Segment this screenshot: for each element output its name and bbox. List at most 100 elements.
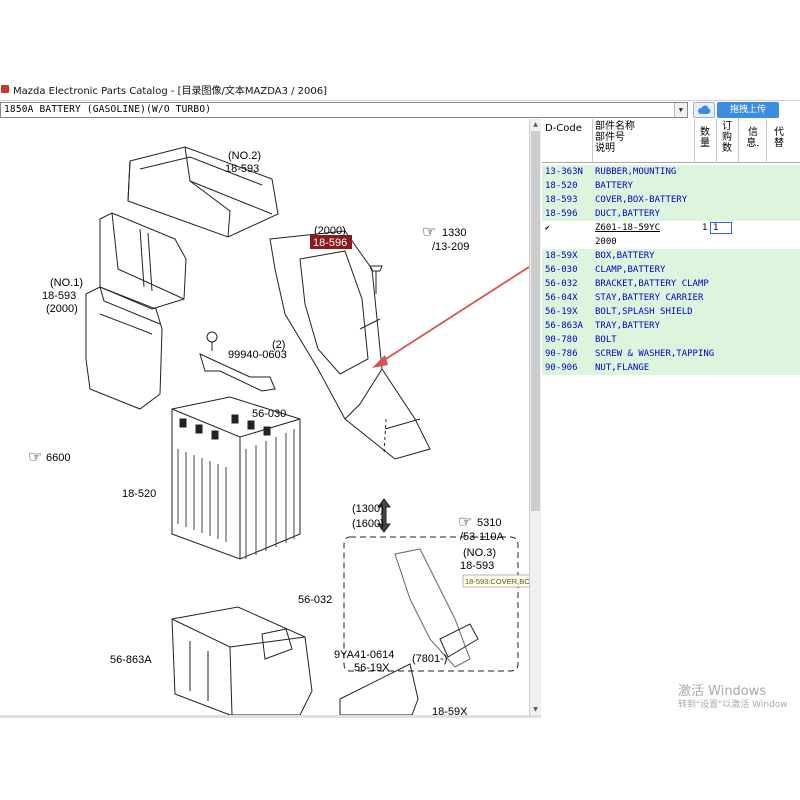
label-18-593-a[interactable]: 18-593: [225, 163, 259, 175]
parts-table-header: D-Code 部件名称 部件号 说明 数 量 订 购 数 信 息. 代 替: [542, 119, 800, 163]
header-sub[interactable]: 代 替: [774, 127, 784, 149]
app-window: Mazda Electronic Parts Catalog - [目录图像/文…: [0, 78, 800, 718]
cover-no2-drawing: [127, 146, 279, 238]
row-code: 56-030: [545, 265, 578, 275]
battery-tray-drawing: [171, 606, 313, 716]
label-53-110a[interactable]: /53-110A: [460, 531, 504, 543]
label-9ya41[interactable]: 9YA41-0614: [334, 649, 394, 661]
title-bar: Mazda Electronic Parts Catalog - [目录图像/文…: [0, 78, 800, 100]
table-row[interactable]: 18-520 BATTERY: [542, 179, 800, 193]
hand-pointer-icon: ☞: [458, 514, 472, 531]
window-title: Mazda Electronic Parts Catalog - [目录图像/文…: [13, 85, 328, 97]
diagram-horizontal-scrollbar[interactable]: [0, 715, 541, 718]
row-desc: BRACKET,BATTERY CLAMP: [595, 279, 709, 289]
diagram-canvas: (NO.2) 18-593 (NO.1) 18-593 (2000) (2000…: [28, 146, 582, 718]
table-row[interactable]: 56-19X BOLT,SPLASH SHIELD: [542, 305, 800, 319]
parts-diagram[interactable]: (NO.2) 18-593 (NO.1) 18-593 (2000) (2000…: [0, 119, 582, 718]
row-code: 56-032: [545, 279, 578, 289]
section-select-value: 1850A BATTERY (GASOLINE)(W/O TURBO): [4, 104, 212, 115]
row-desc: STAY,BATTERY CARRIER: [595, 293, 704, 303]
row-desc: BATTERY: [595, 181, 633, 191]
header-dcode[interactable]: D-Code: [545, 123, 582, 134]
battery-box-drawing: [85, 286, 163, 410]
label-56-19x[interactable]: 56-19X: [354, 662, 390, 674]
part-qty: 1: [702, 223, 708, 233]
header-divider: [766, 119, 767, 163]
cloud-icon: [698, 105, 711, 114]
part-number-row[interactable]: ✔ Z601-18-59YC 1 1: [542, 221, 800, 235]
row-code: 18-59X: [545, 251, 578, 261]
drag-upload-button[interactable]: 拖拽上传: [717, 102, 779, 118]
label-5310[interactable]: 5310: [477, 517, 501, 529]
row-desc: NUT,FLANGE: [595, 363, 650, 373]
label-18-520[interactable]: 18-520: [122, 488, 156, 500]
label-no2: (NO.2): [228, 150, 261, 162]
header-divider: [592, 119, 593, 163]
header-info[interactable]: 信 息.: [746, 127, 760, 149]
section-select[interactable]: 1850A BATTERY (GASOLINE)(W/O TURBO) ▼: [0, 102, 688, 118]
row-code: 56-19X: [545, 307, 578, 317]
label-18-593-c[interactable]: 18-593: [460, 560, 494, 572]
box-18-59x-drawing: [339, 663, 419, 716]
label-18-593-b[interactable]: 18-593: [42, 290, 76, 302]
scroll-up-icon[interactable]: ▲: [533, 121, 538, 128]
part-note: 2000: [595, 237, 617, 247]
clamp-drawing: [199, 331, 276, 392]
header-name-line1: 部件名称: [595, 121, 635, 132]
dropdown-arrow-icon[interactable]: ▼: [674, 103, 687, 117]
row-desc: BOLT: [595, 335, 617, 345]
table-row[interactable]: 90-780 BOLT: [542, 333, 800, 347]
toolbar: 1850A BATTERY (GASOLINE)(W/O TURBO) ▼ 拖拽…: [0, 100, 800, 118]
inset-cover-drawing: [394, 548, 479, 668]
diagram-vertical-scrollbar[interactable]: ▲ ▼: [529, 119, 541, 715]
cloud-icon-button[interactable]: [693, 102, 715, 118]
checkbox-icon[interactable]: ✔: [545, 223, 550, 232]
part-note-row: 2000: [542, 235, 800, 249]
order-qty-input[interactable]: 1: [710, 222, 732, 234]
header-name-line3: 说明: [595, 143, 615, 154]
label-two: (2): [272, 339, 285, 351]
label-1330[interactable]: 1330: [442, 227, 466, 239]
table-row[interactable]: 56-032 BRACKET,BATTERY CLAMP: [542, 277, 800, 291]
label-56-032[interactable]: 56-032: [298, 594, 332, 606]
header-name[interactable]: 部件名称 部件号 说明: [595, 121, 635, 154]
row-code: 90-780: [545, 335, 578, 345]
row-code: 18-520: [545, 181, 578, 191]
header-order[interactable]: 订 购 数: [722, 121, 732, 154]
row-desc: SCREW & WASHER,TAPPING: [595, 349, 715, 359]
label-2000-b: (2000): [314, 225, 346, 237]
scroll-down-icon[interactable]: ▼: [533, 706, 538, 713]
part-number[interactable]: Z601-18-59YC: [595, 223, 661, 233]
row-desc: TRAY,BATTERY: [595, 321, 661, 331]
tooltip-text: 18-593:COVER,BOX-BATTERY: [465, 577, 529, 586]
header-divider: [738, 119, 739, 163]
label-7801: (7801-): [412, 653, 447, 665]
activation-watermark-title: 激活 Windows: [678, 684, 767, 699]
label-1300: (1300): [352, 503, 384, 515]
label-56-030[interactable]: 56-030: [252, 408, 286, 420]
hotspot-18-596[interactable]: [310, 235, 352, 249]
battery-drawing: [171, 396, 301, 560]
label-56-863a[interactable]: 56-863A: [110, 654, 152, 666]
table-row[interactable]: 90-906 NUT,FLANGE: [542, 361, 800, 375]
row-code: 13-363N: [545, 167, 583, 177]
row-desc: DUCT,BATTERY: [595, 209, 661, 219]
label-13-209[interactable]: /13-209: [432, 241, 469, 253]
header-qty[interactable]: 数 量: [700, 127, 710, 149]
label-18-59x[interactable]: 18-59X: [432, 706, 468, 718]
scroll-thumb[interactable]: [531, 131, 540, 511]
label-6600[interactable]: 6600: [46, 452, 70, 464]
label-18-596[interactable]: 18-596: [313, 237, 347, 249]
label-no3: (NO.3): [463, 547, 496, 559]
row-desc: BOLT,SPLASH SHIELD: [595, 307, 693, 317]
label-99940[interactable]: 99940-0603: [228, 349, 287, 361]
row-code: 90-906: [545, 363, 578, 373]
